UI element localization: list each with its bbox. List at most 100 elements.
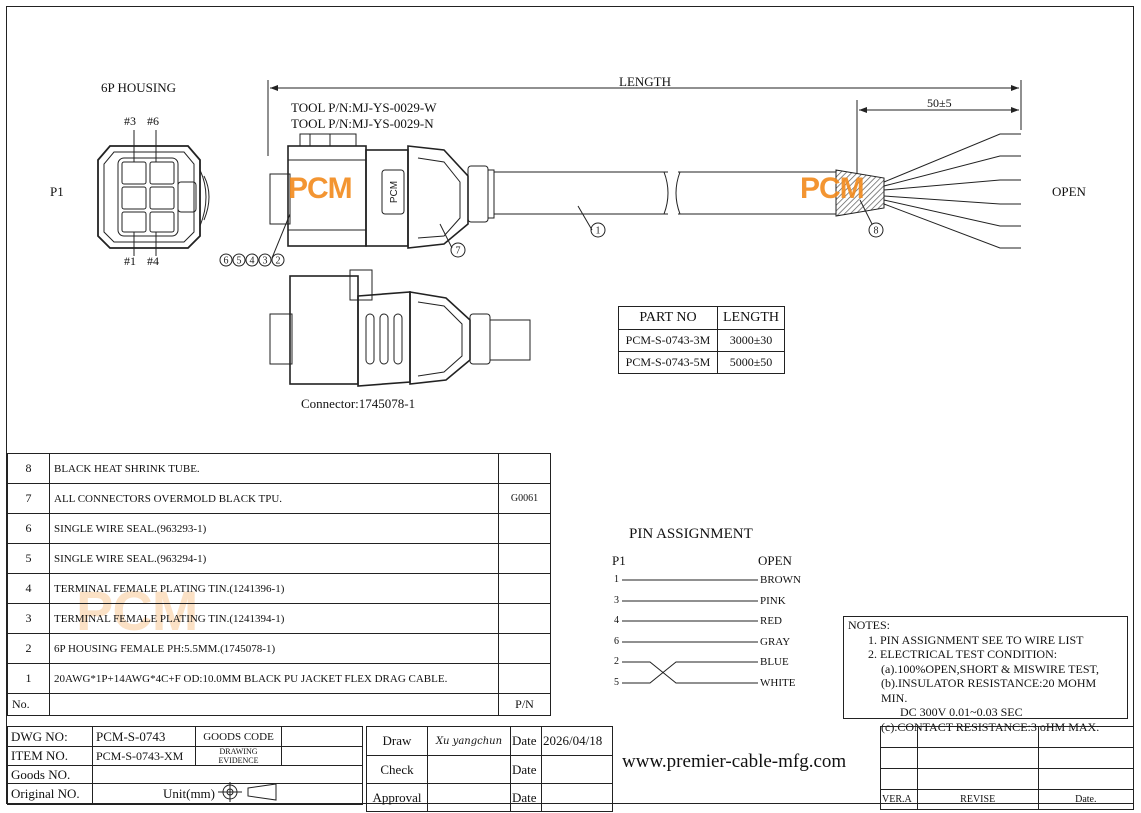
pin-number: 6 (614, 636, 619, 647)
notes-title: NOTES: (848, 618, 890, 632)
goods-no-value (92, 765, 363, 784)
unit-label: Unit(mm) (92, 783, 363, 805)
parts-header-part-no: PART NO (618, 306, 718, 330)
draw-label: Draw (366, 726, 428, 756)
note-line: DC 300V 0.01~0.03 SEC (900, 705, 1023, 719)
table-row: Draw Xu yangchun Date 2026/04/18 (366, 726, 613, 756)
dwg-no-value: PCM-S-0743 (92, 726, 196, 747)
parts-table: PART NO LENGTH PCM-S-0743-3M 3000±30 PCM… (618, 306, 785, 374)
dwg-no-label: DWG NO: (7, 726, 93, 747)
note-line: 1. PIN ASSIGNMENT SEE TO WIRE LIST (868, 632, 1084, 647)
signature: Xu yangchun (427, 726, 511, 756)
drawing-evidence-label: DRAWING EVIDENCE (195, 746, 282, 766)
table-row: Approval Date (366, 783, 613, 812)
balloon-1: 1 (596, 226, 601, 237)
bom-pn (498, 603, 551, 634)
length-dimension (267, 80, 1022, 176)
balloon-3: 3 (263, 256, 268, 267)
tool-pn-1: TOOL P/N:MJ-YS-0029-W (291, 100, 437, 115)
check-date (541, 755, 613, 784)
pin-label-4: #4 (147, 254, 159, 268)
length-label: LENGTH (619, 74, 671, 89)
bom-no: 5 (7, 543, 50, 574)
bom-desc: 20AWG*1P+14AWG*4C+F OD:10.0MM BLACK PU J… (49, 663, 499, 694)
length-cell: 3000±30 (717, 329, 785, 352)
wire-color: RED (760, 615, 782, 627)
rev-cell (916, 747, 1039, 769)
housing-face-view (97, 130, 210, 256)
rev-cell (916, 768, 1039, 790)
connector-caption: Connector:1745078-1 (301, 396, 416, 411)
goods-code-value (281, 726, 363, 747)
table-row: PCM-S-0743-3M 3000±30 (618, 329, 785, 352)
parts-header-length: LENGTH (717, 306, 785, 330)
part-no-cell: PCM-S-0743-3M (618, 329, 718, 352)
balloon-group: 6 5 4 3 2 (219, 253, 285, 267)
balloon-4: 4 (250, 256, 255, 267)
table-row (880, 726, 1135, 748)
rev-cell (1037, 726, 1135, 748)
bom-no: 6 (7, 513, 50, 544)
pin-number: 1 (614, 574, 619, 585)
rev-cell (880, 747, 918, 769)
pin-number: 5 (614, 677, 619, 688)
bom-no: 7 (7, 483, 50, 514)
balloon-5: 5 (237, 256, 242, 267)
note-line: 2. ELECTRICAL TEST CONDITION: (868, 647, 1058, 661)
housing-label: 6P HOUSING (101, 80, 176, 95)
title-block-approvals: Draw Xu yangchun Date 2026/04/18 Check D… (366, 726, 613, 812)
bom-desc: TERMINAL FEMALE PLATING TIN.(1241396-1) (49, 573, 499, 604)
drawing-evidence-value (281, 746, 363, 766)
rev-version-label: VER.A (880, 789, 918, 810)
bom-pn (498, 633, 551, 664)
approval-date (541, 783, 613, 812)
end-label-right: OPEN (1052, 184, 1086, 199)
overmold-mark: PCM (389, 181, 400, 203)
date-label: Date (510, 783, 542, 812)
bom-footer-blank (49, 693, 499, 716)
draw-date: 2026/04/18 (541, 726, 613, 756)
table-row: Check Date (366, 755, 613, 784)
wire-color: WHITE (760, 677, 796, 689)
balloon-7: 7 (456, 246, 461, 257)
balloon-leaders (271, 199, 873, 259)
connector-top-view (269, 269, 531, 387)
bom-no: 8 (7, 453, 50, 484)
date-label: Date (510, 726, 542, 756)
bom-pn (498, 513, 551, 544)
balloon-2: 2 (276, 256, 281, 267)
title-block-left: DWG NO: PCM-S-0743 GOODS CODE ITEM NO. P… (7, 726, 363, 805)
bom-no: 3 (7, 603, 50, 634)
bom-pn: G0061 (498, 483, 551, 514)
balloon-6: 6 (224, 256, 229, 267)
table-row: Original NO. Unit(mm) (7, 783, 363, 805)
table-row: Goods NO. (7, 765, 363, 784)
rev-cell (916, 726, 1039, 748)
company-website: www.premier-cable-mfg.com (622, 751, 847, 772)
rev-cell (880, 726, 918, 748)
length-cell: 5000±50 (717, 351, 785, 374)
bom-no: 2 (7, 633, 50, 664)
wire-color: PINK (760, 595, 786, 607)
table-row (880, 768, 1135, 790)
note-line: (a).100%OPEN,SHORT & MISWIRE TEST, (881, 661, 1099, 676)
open-wires (835, 133, 1021, 249)
bom-desc: 6P HOUSING FEMALE PH:5.5MM.(1745078-1) (49, 633, 499, 664)
item-no-value: PCM-S-0743-XM (92, 746, 196, 766)
item-no-label: ITEM NO. (7, 746, 93, 766)
bom-footer-pn: P/N (498, 693, 551, 716)
pin-number: 3 (614, 595, 619, 606)
bom-pn (498, 663, 551, 694)
end-label-left: P1 (50, 184, 64, 199)
check-label: Check (366, 755, 428, 784)
check-value (427, 755, 511, 784)
original-no-label: Original NO. (7, 783, 93, 805)
bom-pn (498, 453, 551, 484)
